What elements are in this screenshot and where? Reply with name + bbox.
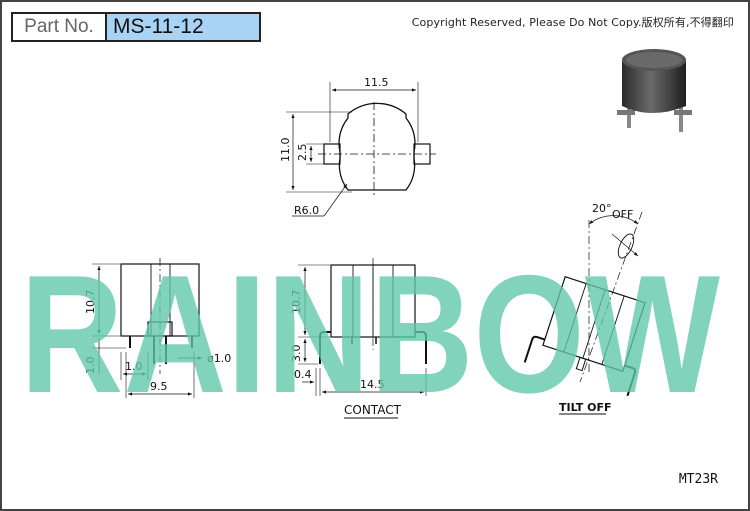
copyright-notice: Copyright Reserved, Please Do Not Copy.版… — [411, 16, 734, 29]
tilt-off-caption: TILT OFF — [559, 401, 612, 414]
rainbow-watermark: RAINBOW — [20, 240, 720, 428]
side-offset-label: 0.4 — [294, 368, 312, 381]
side-height-label: 10.7 — [290, 290, 303, 315]
front-height-label: 10.7 — [84, 290, 97, 315]
part-number-box: Part No. MS-11-12 — [11, 12, 261, 42]
part-number: MS-11-12 — [107, 14, 259, 40]
contact-caption: CONTACT — [344, 403, 402, 417]
top-width-label: 11.5 — [364, 76, 389, 89]
front-pin-diameter-label: ø1.0 — [207, 352, 231, 365]
top-slot-label: 2.5 — [296, 144, 309, 162]
top-view — [286, 82, 436, 217]
part-label: Part No. — [13, 14, 107, 40]
front-bottom-label: 1.0 — [84, 357, 97, 375]
side-pin-length-label: 3.0 — [290, 345, 303, 363]
product-3d-image — [617, 49, 692, 132]
top-height-label: 11.0 — [279, 138, 292, 163]
radius-label: R6.0 — [294, 204, 319, 217]
tilt-angle-label: 20° — [592, 202, 612, 215]
tilt-off-dim-label: OFF — [612, 208, 633, 221]
front-view — [92, 258, 202, 398]
side-view — [298, 258, 427, 396]
model-code: MT23R — [678, 472, 718, 487]
side-width-label: 14.5 — [360, 378, 385, 391]
front-pin-spacing-label: 1.0 — [125, 360, 143, 373]
tilt-view — [523, 211, 646, 397]
front-width-label: 9.5 — [150, 380, 168, 393]
